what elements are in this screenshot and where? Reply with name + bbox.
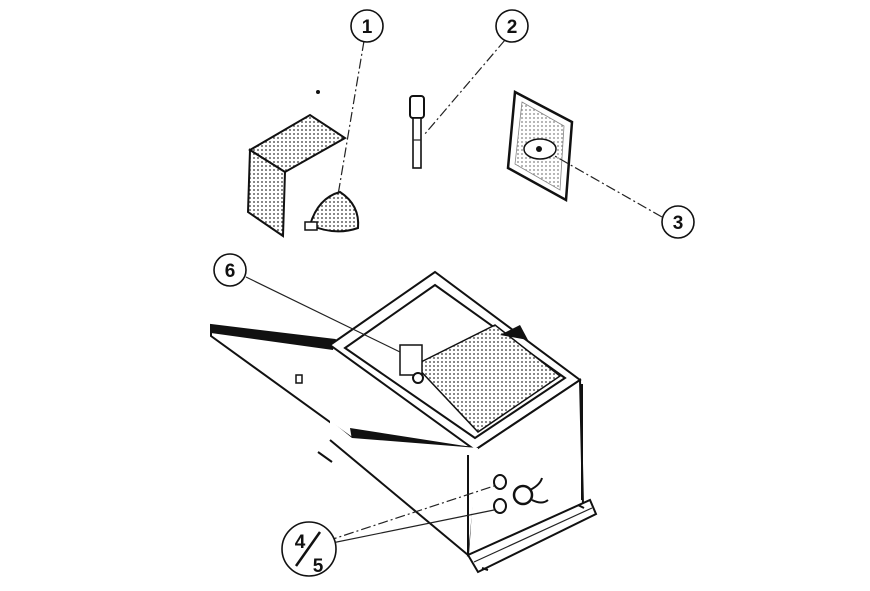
callout-3: 3 bbox=[661, 205, 695, 239]
callout-2-label: 2 bbox=[507, 17, 518, 38]
knob-upper bbox=[493, 474, 507, 490]
enclosure-box bbox=[210, 270, 598, 574]
leader-3 bbox=[552, 154, 663, 218]
callout-4-5: 4 5 bbox=[281, 521, 337, 577]
leader-2 bbox=[423, 39, 506, 136]
lamp-part bbox=[304, 190, 360, 233]
callout-3-label: 3 bbox=[673, 213, 684, 234]
knob-lower bbox=[493, 498, 507, 514]
callout-4-label: 4 bbox=[295, 532, 306, 553]
callout-6: 6 bbox=[213, 253, 247, 287]
mounting-plate-part bbox=[506, 90, 574, 203]
callout-6-label: 6 bbox=[225, 261, 236, 282]
callout-5-label: 5 bbox=[313, 556, 324, 577]
leader-5 bbox=[326, 509, 495, 545]
leader-4 bbox=[326, 485, 495, 542]
cable-gland bbox=[512, 477, 549, 506]
leader-6 bbox=[245, 276, 401, 353]
callout-2: 2 bbox=[495, 9, 529, 43]
fuse-part bbox=[409, 95, 425, 169]
callout-1: 1 bbox=[350, 9, 384, 43]
callout-1-label: 1 bbox=[362, 17, 373, 38]
perforated-cover-part bbox=[246, 90, 347, 238]
leader-1 bbox=[337, 40, 365, 196]
